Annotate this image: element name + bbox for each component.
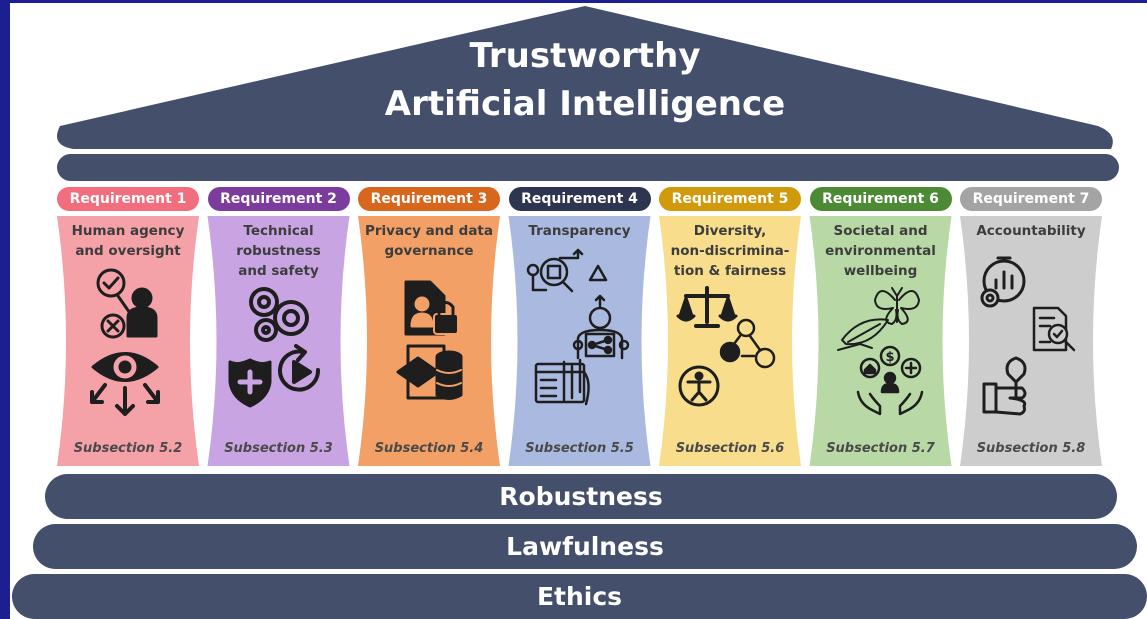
requirement-title-line: Transparency: [528, 223, 631, 239]
requirement-1-subsection: Subsection 5.2: [73, 441, 183, 456]
requirement-title-line: Technical: [243, 223, 314, 239]
arrows-down-icon: [90, 383, 160, 416]
accessibility-icon: [678, 365, 720, 407]
dashboard-icon: [534, 358, 590, 406]
svg-text:$: $: [885, 350, 894, 365]
stopwatch-icon: [980, 256, 1026, 308]
requirement-7-title: Accountability: [960, 221, 1102, 241]
database-icon: [435, 350, 463, 400]
document-lock-icon: [404, 280, 459, 336]
requirement-3-title: Privacy and data governance: [358, 221, 500, 261]
presenter-icon: [116, 287, 158, 338]
requirement-3-subsection: Subsection 5.4: [374, 441, 484, 456]
requirement-title-line: robustness: [236, 243, 321, 259]
gears-icon: [249, 287, 309, 342]
x-circle-icon: [100, 313, 126, 339]
requirement-title-line: tion & fairness: [673, 263, 787, 279]
requirement-title-line: Accountability: [976, 223, 1086, 239]
requirement-7-pill: Requirement 7: [960, 187, 1102, 211]
requirement-5-pill: Requirement 5: [659, 187, 801, 211]
community-icon: $: [859, 345, 922, 394]
requirement-3-column: [358, 216, 500, 466]
play-refresh-icon: [278, 344, 321, 392]
requirement-3-pill: Requirement 3: [358, 187, 500, 211]
leaf-hand-icon: [837, 318, 889, 351]
requirement-title-line: environmental: [825, 243, 936, 259]
requirement-6-title: Societal and environmental wellbeing: [810, 221, 952, 281]
architrave-band: [57, 154, 1119, 181]
eye-icon: [91, 352, 159, 382]
roof-title-line1: Trustworthy: [469, 36, 701, 76]
requirement-title-line: and safety: [238, 263, 319, 279]
requirement-1-pill: Requirement 1: [57, 187, 199, 211]
triangle-icon: [588, 264, 608, 282]
requirement-title-line: Human agency: [71, 223, 185, 239]
requirement-title-line: wellbeing: [843, 263, 918, 279]
requirement-title-line: governance: [384, 243, 474, 259]
hands-care-icon: [856, 390, 924, 416]
requirement-7-subsection: Subsection 5.8: [976, 441, 1086, 456]
roof-title-line2: Artificial Intelligence: [384, 84, 786, 124]
requirement-title-line: Diversity,: [693, 223, 767, 239]
requirement-5-title: Diversity, non-discrimina-tion & fairness: [659, 221, 801, 281]
butterfly-icon: [874, 287, 920, 325]
requirement-title-line: Societal and: [833, 223, 928, 239]
requirement-title-line: and oversight: [75, 243, 181, 259]
requirement-2-title: Technical robustness and safety: [208, 221, 350, 281]
wrench-hand-icon: [982, 356, 1027, 416]
requirement-5-subsection: Subsection 5.6: [675, 441, 785, 456]
requirement-4-subsection: Subsection 5.5: [525, 441, 634, 456]
requirement-title-line: Privacy and data: [364, 223, 493, 239]
requirement-2-pill: Requirement 2: [207, 187, 350, 211]
robustness-band: Robustness: [45, 474, 1117, 519]
search-flow-icon: [526, 248, 584, 293]
lawfulness-band: Lawfulness: [33, 524, 1137, 569]
roof: [56, 6, 1113, 149]
network-nodes-icon: [719, 318, 776, 369]
requirement-2-subsection: Subsection 5.3: [224, 441, 333, 456]
document-check-icon: [1032, 306, 1076, 352]
person-network-icon: [572, 294, 630, 360]
ethics-band: Ethics: [12, 574, 1147, 619]
requirement-title-line: non-discrimina-: [670, 243, 790, 259]
requirement-4-pill: Requirement 4: [508, 187, 651, 211]
requirement-4-title: Transparency: [509, 221, 651, 241]
scales-icon: [676, 286, 738, 328]
check-circle-icon: [96, 268, 126, 298]
requirement-1-title: Human agency and oversight: [57, 221, 199, 261]
requirement-6-subsection: Subsection 5.7: [826, 441, 935, 456]
requirement-6-pill: Requirement 6: [809, 187, 952, 211]
shield-plus-icon: [228, 358, 272, 408]
